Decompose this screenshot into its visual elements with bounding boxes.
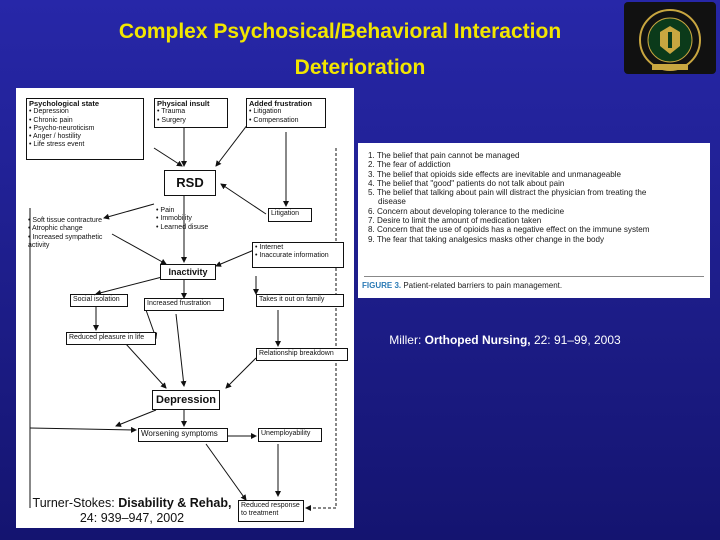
- added-frustration-box: Added frustration • Litigation • Compens…: [246, 98, 326, 128]
- box-item: • Pain: [156, 207, 175, 214]
- citation-miller: Miller: Orthoped Nursing, 22: 91–99, 200…: [380, 332, 630, 348]
- box-item: • Learned disuse: [156, 223, 209, 231]
- box-item: • Trauma: [157, 108, 186, 116]
- figure-caption-text: Patient-related barriers to pain managem…: [401, 281, 563, 290]
- box-item: • Inaccurate information: [255, 252, 329, 260]
- physical-changes-list: • Soft tissue contracture • Atrophic cha…: [26, 216, 144, 258]
- list-item: 4. The belief that "good" patients do no…: [368, 178, 565, 188]
- slide-title: Complex Psychosical/Behavioral Interacti…: [118, 20, 562, 43]
- list-item: 9. The fear that taking analgesics masks…: [368, 234, 605, 244]
- citation-author: Miller:: [389, 333, 425, 347]
- barriers-panel: 1. The belief that pain cannot be manage…: [358, 143, 710, 298]
- list-item: 6. Concern about developing tolerance to…: [368, 206, 565, 216]
- unemployability-box: Unemployability: [258, 428, 322, 442]
- citation-detail: 22: 91–99, 2003: [530, 333, 621, 347]
- reduced-response-box: Reduced response to treatment: [238, 500, 304, 522]
- citation-author: Turner-Stokes:: [32, 496, 119, 510]
- box-item: • Life stress event: [29, 141, 85, 149]
- litigation-box: Litigation: [268, 208, 312, 222]
- box-item: • Litigation: [249, 108, 282, 116]
- box-item: • Surgery: [157, 116, 186, 124]
- box-item: • Psycho-neuroticism: [29, 124, 95, 132]
- box-item: • Soft tissue contracture: [28, 217, 103, 224]
- box-item: • Internet: [255, 244, 284, 251]
- university-seal: [624, 2, 716, 74]
- relationship-breakdown-box: Relationship breakdown: [256, 348, 348, 361]
- box-item: activity: [28, 241, 50, 249]
- caption-divider: [364, 276, 704, 277]
- list-item: 7. Desire to limit the amount of medicat…: [368, 216, 542, 226]
- box-heading: Physical insult: [157, 99, 210, 108]
- slide-subtitle: Deterioration: [294, 56, 426, 79]
- citation-journal: Orthoped Nursing,: [424, 333, 531, 347]
- psychological-state-box: Psychological state • Depression • Chron…: [26, 98, 144, 160]
- worsening-symptoms-box: Worsening symptoms: [138, 428, 228, 442]
- rsd-box: RSD: [164, 170, 216, 196]
- list-item: disease: [378, 197, 406, 207]
- box-item: • Compensation: [249, 116, 299, 124]
- depression-box: Depression: [152, 390, 220, 410]
- box-heading: Added frustration: [249, 99, 312, 108]
- physical-insult-box: Physical insult • Trauma • Surgery: [154, 98, 228, 128]
- list-item: 1. The belief that pain cannot be manage…: [368, 151, 520, 160]
- barriers-list: 1. The belief that pain cannot be manage…: [368, 151, 704, 244]
- inactivity-box: Inactivity: [160, 264, 216, 280]
- figure-caption: FIGURE 3. Patient-related barriers to pa…: [362, 281, 562, 290]
- increased-frustration-box: Increased frustration: [144, 298, 224, 311]
- reduced-pleasure-box: Reduced pleasure in life: [66, 332, 156, 345]
- box-item: • Increased sympathetic: [28, 233, 103, 241]
- list-item: 3. The belief that opioids side effects …: [368, 169, 622, 179]
- box-heading: Psychological state: [29, 99, 100, 108]
- box-item: • Immobility: [156, 215, 192, 223]
- internet-box: • Internet • Inaccurate information: [252, 242, 344, 268]
- list-item: 2. The fear of addiction: [368, 160, 451, 170]
- symptoms-list: • Pain • Immobility • Learned disuse: [154, 206, 220, 236]
- box-item: • Anger / hostility: [29, 133, 81, 141]
- citation-journal: Disability & Rehab,: [118, 496, 232, 510]
- seal-emblem-icon: [639, 9, 701, 71]
- figure-label: FIGURE 3.: [362, 281, 402, 290]
- citation-detail: 24: 939–947, 2002: [79, 511, 185, 525]
- citation-turner-stokes: Turner-Stokes: Disability & Rehab, 24: 9…: [20, 496, 244, 526]
- list-item: 8. Concern that the use of opioids has a…: [368, 225, 650, 235]
- flowchart-arrows: [29, 123, 337, 511]
- box-item: • Depression: [29, 108, 69, 116]
- list-item: 5. The belief that talking about pain wi…: [368, 188, 647, 198]
- social-isolation-box: Social isolation: [70, 294, 128, 307]
- takes-out-on-family-box: Takes it out on family: [256, 294, 344, 307]
- box-item: • Atrophic change: [28, 225, 83, 233]
- flowchart-panel: Psychological state • Depression • Chron…: [16, 88, 354, 528]
- box-item: • Chronic pain: [29, 116, 73, 124]
